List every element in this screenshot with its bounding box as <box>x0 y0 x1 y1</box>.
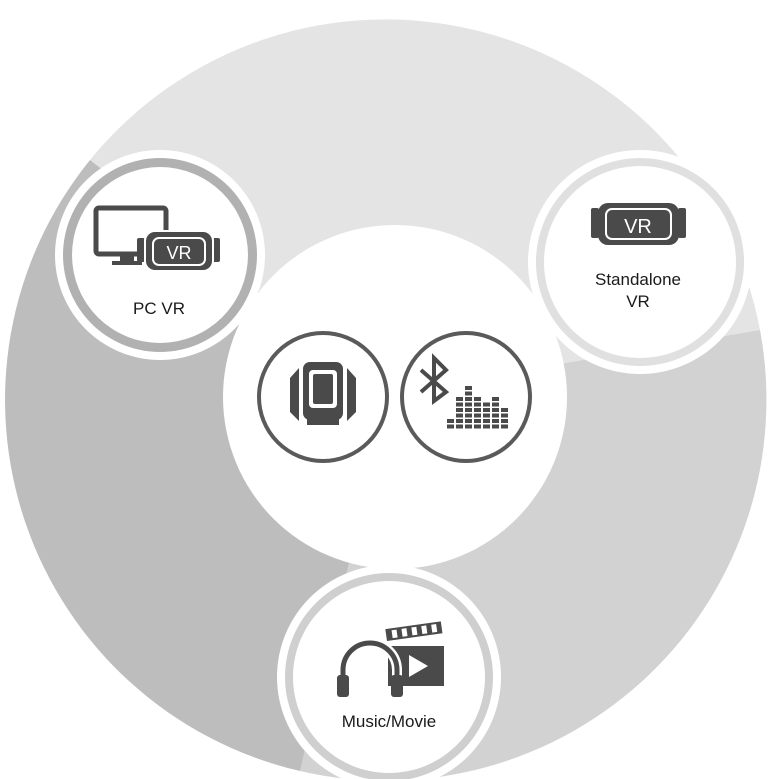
music-movie-icon <box>337 621 444 697</box>
standalone-vr-label-line1: Standalone <box>595 270 681 289</box>
standalone-vr-node <box>528 150 752 374</box>
pc-vr-label: PC VR <box>133 299 185 318</box>
standalone-vr-label-line2: VR <box>626 292 650 311</box>
music-movie-label: Music/Movie <box>342 712 436 731</box>
standalone-vr-badge-text: VR <box>624 216 652 238</box>
bluetooth-audio-icon <box>400 331 532 463</box>
headset-phone-icon <box>257 331 389 463</box>
pc-monitor-vr-icon: VR <box>93 205 220 272</box>
standalone-vr-headset-icon: VR <box>591 203 686 245</box>
pc-vr-badge-text: VR <box>166 243 191 263</box>
equalizer-bars-icon <box>447 386 508 429</box>
center-hub <box>223 225 567 569</box>
